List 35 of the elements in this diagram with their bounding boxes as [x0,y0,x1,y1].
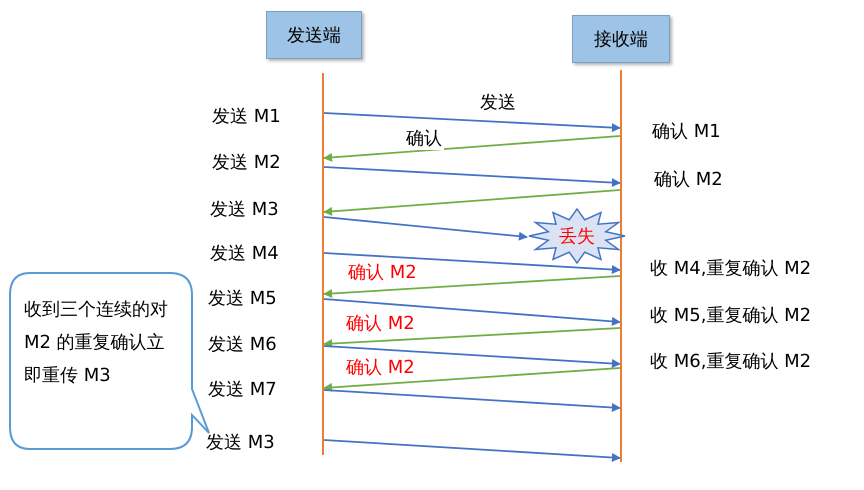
send-step-label: 发送 M4 [210,242,279,265]
arrow [324,389,621,412]
send-step-label: 发送 M3 [210,198,279,221]
arrow [324,166,621,188]
arrow [324,216,528,241]
arrow [324,112,621,132]
receive-step-label: 收 M6,重复确认 M2 [650,350,812,373]
role-box [572,15,670,63]
role-box [266,11,362,59]
arrow [323,275,620,298]
arrow [324,298,621,326]
lifeline [322,73,324,455]
arrow [323,135,620,162]
role-label: 发送端 [286,24,342,48]
arrow [324,345,621,368]
send-step-label: 发送 M3 [206,431,275,454]
arrow [324,252,621,274]
loss-label: 丢失 [558,225,596,249]
receive-step-label: 收 M4,重复确认 M2 [650,257,812,280]
receive-step-label: 确认 M1 [652,120,721,143]
send-step-label: 发送 M5 [208,287,277,310]
send-step-label: 发送 M1 [212,105,281,128]
arrow [323,367,620,392]
lifeline [620,70,622,462]
callout-text: 收到三个连续的对 M2 的重复确认立即重传 M3 [24,298,169,388]
arrow [323,189,620,216]
arrow [324,439,621,462]
send-step-label: 发送 M7 [208,378,277,401]
send-step-label: 发送 M6 [208,333,277,356]
send-step-label: 发送 M2 [212,151,281,174]
role-label: 接收端 [593,28,649,52]
receive-step-label: 确认 M2 [654,168,723,191]
edge-label: 确认 [404,126,444,150]
arrow [323,327,620,348]
receive-step-label: 收 M5,重复确认 M2 [650,304,812,327]
